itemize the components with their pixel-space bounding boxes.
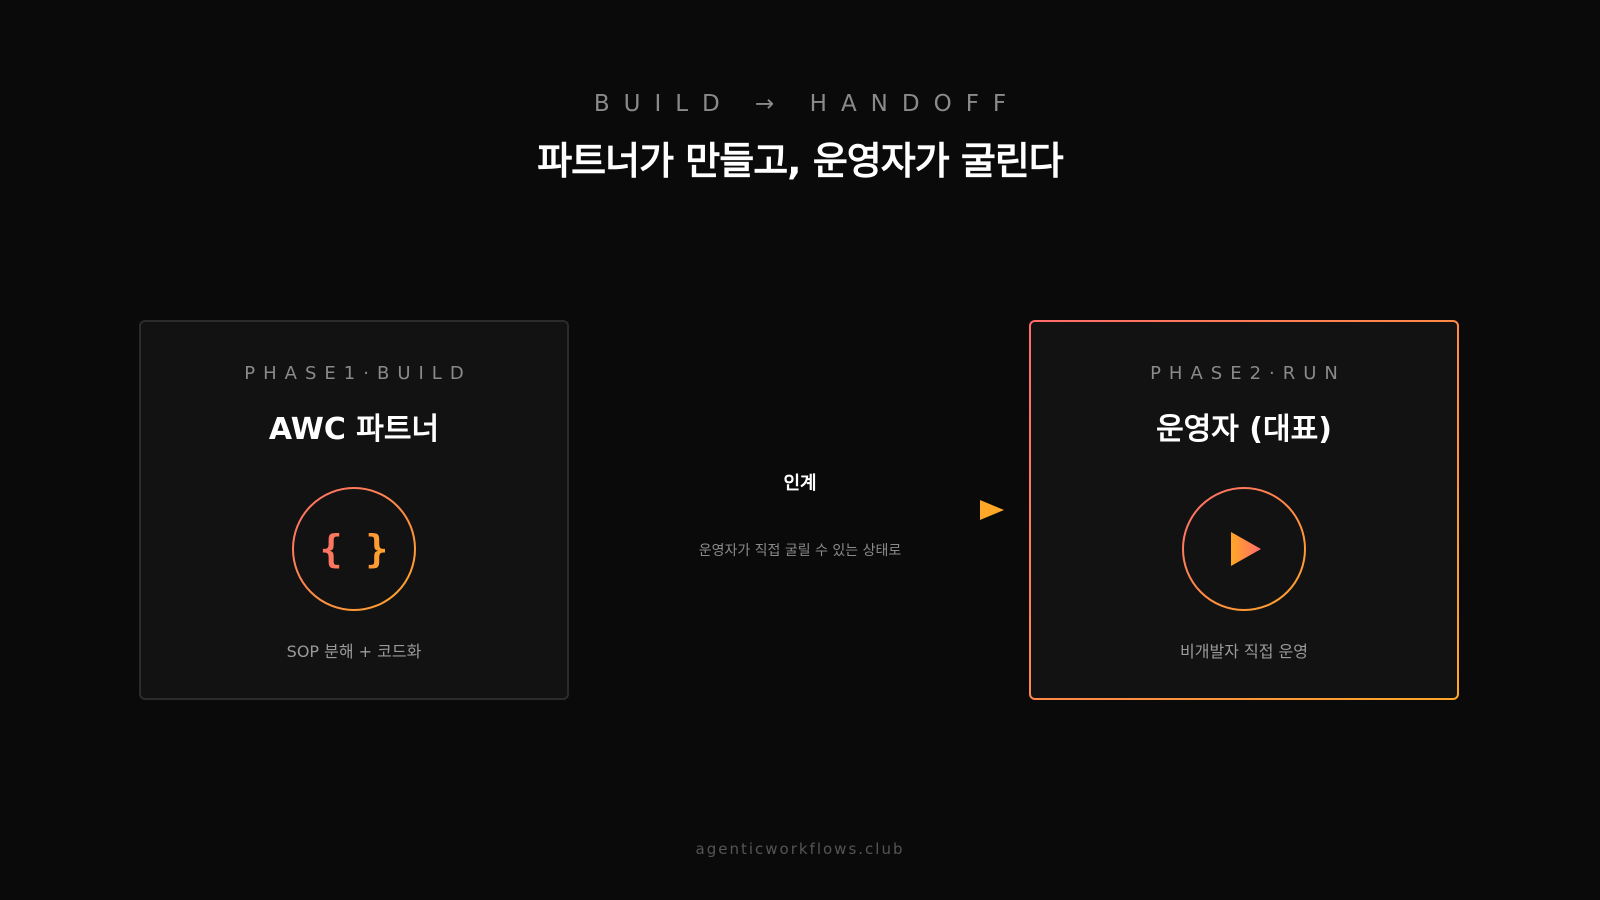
phase2-caption: 비개발자 직접 운영 <box>1180 642 1308 661</box>
phase1-label: PHASE1·BUILD <box>244 363 472 384</box>
code-braces-icon: { } <box>291 486 417 612</box>
arrow-right-icon <box>978 498 1006 522</box>
phase2-card: PHASE2·RUN 운영자 (대표) 비개발자 직접 운영 <box>1029 320 1459 700</box>
footer-site: agenticworkflows.club <box>695 840 905 858</box>
phase2-title: 운영자 (대표) <box>1156 412 1332 447</box>
phase2-label: PHASE2·RUN <box>1150 363 1346 384</box>
play-icon <box>1181 486 1307 612</box>
handoff-label: 인계 <box>783 473 817 494</box>
eyebrow-label: BUILD → HANDOFF <box>593 91 1021 117</box>
phase1-card: PHASE1·BUILD AWC 파트너 { } SOP 분해 + 코드화 <box>139 320 569 700</box>
phase1-caption: SOP 분해 + 코드화 <box>286 642 422 661</box>
page-title: 파트너가 만들고, 운영자가 굴린다 <box>537 139 1064 183</box>
code-braces-glyph: { } <box>320 527 389 571</box>
handoff-note: 운영자가 직접 굴릴 수 있는 상태로 <box>698 543 902 559</box>
phase1-title: AWC 파트너 <box>268 412 440 447</box>
